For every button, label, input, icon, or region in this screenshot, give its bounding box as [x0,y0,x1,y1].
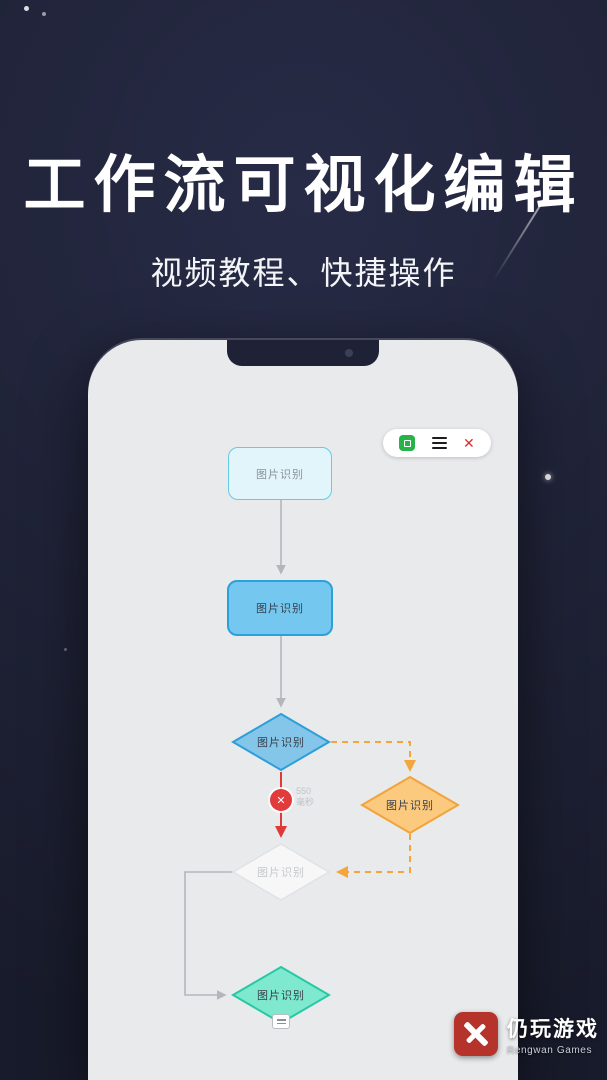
watermark: 仍玩游戏 Rengwan Games [454,1012,599,1056]
sparkle-dot [545,474,551,480]
phone-notch [227,340,379,366]
edge-duration-unit: 毫秒 [296,797,315,808]
flow-canvas: ✕ 图片识别 图片识别 图片识别 图片识别 图片识别 [88,340,518,1080]
sparkle-dot [24,6,29,11]
node-label: 图片识别 [257,737,305,749]
diamond-shape [360,775,460,835]
flow-node-start[interactable]: 图片识别 [228,447,332,500]
editor-toolbar: ✕ [383,429,491,457]
sparkle-dot [42,12,46,16]
watermark-subtitle: Rengwan Games [507,1044,593,1056]
diamond-shape [231,843,331,901]
watermark-logo-icon [454,1012,498,1056]
edge-duration-label: 550 毫秒 [296,786,314,809]
node-label: 图片识别 [257,867,305,879]
error-icon[interactable]: ✕ [270,789,292,811]
close-icon[interactable]: ✕ [462,435,475,451]
app-icon-glyph [403,439,411,447]
note-icon[interactable] [272,1014,290,1029]
sparkle-dot [64,648,67,651]
flow-node-process[interactable]: 图片识别 [227,580,333,636]
edge-duration-value: 550 [296,786,312,796]
flow-node-branch[interactable]: 图片识别 [360,775,460,835]
phone-camera [345,349,353,357]
phone-mockup: ✕ 图片识别 图片识别 图片识别 图片识别 图片识别 [88,340,518,1080]
flow-node-disabled[interactable]: 图片识别 [231,842,331,902]
page-title: 工作流可视化编辑 [23,151,584,220]
watermark-name: 仍玩游戏 [507,1017,599,1041]
node-label: 图片识别 [256,603,304,615]
node-label: 图片识别 [256,468,304,481]
menu-icon[interactable] [431,437,447,449]
flow-node-decision[interactable]: 图片识别 [231,712,331,772]
node-label: 图片识别 [386,800,434,812]
app-icon[interactable] [399,435,416,451]
page-subtitle: 视频教程、快捷操作 [150,255,457,291]
watermark-text: 仍玩游戏 Rengwan Games [507,1013,599,1056]
diamond-shape [231,712,331,772]
node-label: 图片识别 [257,990,305,1002]
